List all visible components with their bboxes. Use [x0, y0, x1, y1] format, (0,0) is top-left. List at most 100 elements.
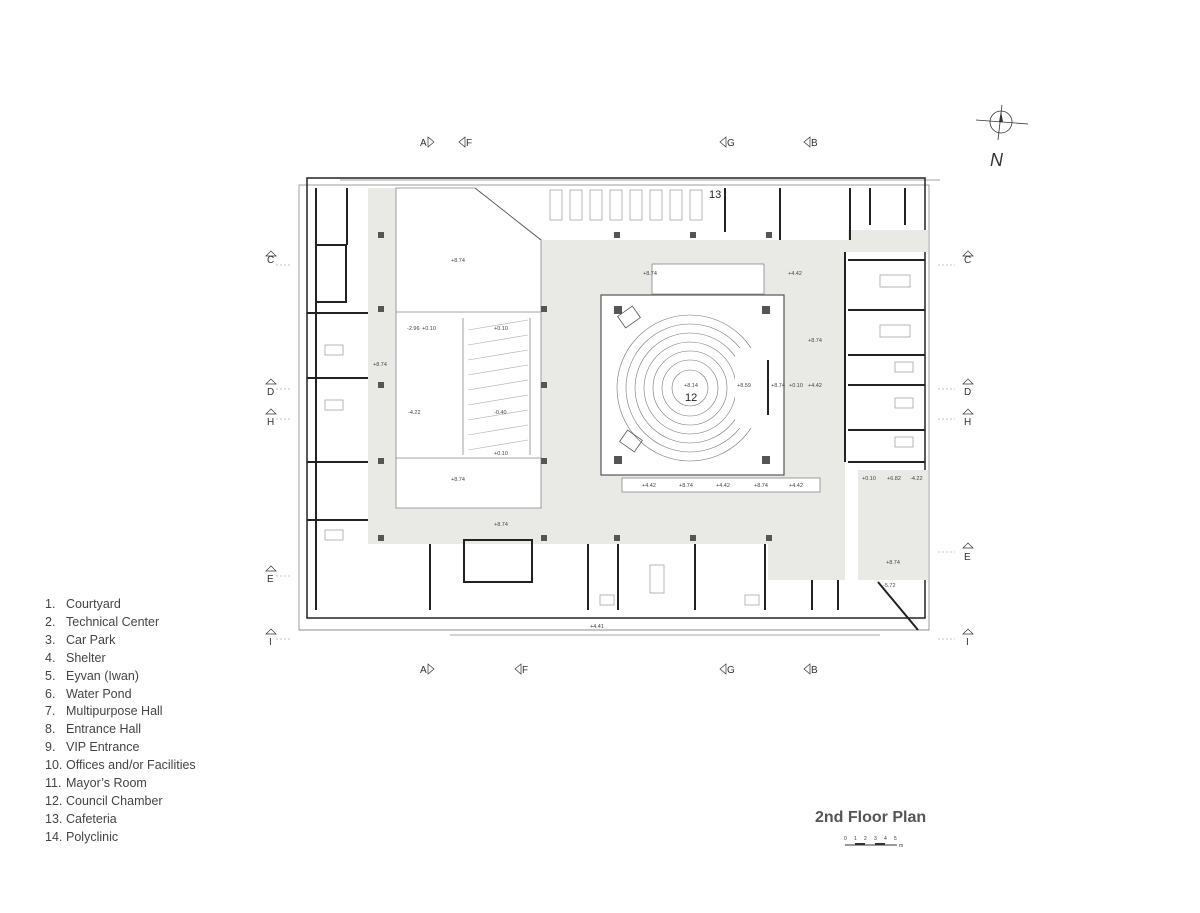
- section-marker-label: E: [964, 552, 971, 563]
- level-label: +8.74: [679, 483, 693, 489]
- section-marker-label: G: [727, 665, 735, 676]
- level-label: +4.42: [716, 483, 730, 489]
- section-markers-top: A F G B: [420, 136, 818, 149]
- level-label: +8.14: [684, 383, 698, 389]
- legend-number: 14.: [45, 829, 63, 844]
- level-label: +0.10: [494, 451, 508, 457]
- legend-number: 3.: [45, 632, 56, 647]
- section-marker-label: B: [811, 665, 818, 676]
- legend-number: 12.: [45, 793, 63, 808]
- legend-item: 12.Council Chamber: [45, 793, 196, 811]
- legend-number: 9.: [45, 740, 56, 755]
- scale-bar: 0 1 2 3 4 5 m: [844, 836, 903, 849]
- scale-tick: 0: [844, 836, 847, 842]
- building-outline: [306, 177, 926, 619]
- level-label: -4.22: [408, 410, 421, 416]
- council-chamber: [600, 263, 821, 493]
- legend-label: Car Park: [66, 632, 116, 647]
- room-number-cafeteria: 13: [709, 189, 721, 201]
- north-arrow-icon: N: [975, 104, 1029, 170]
- level-label: +8.74: [373, 362, 387, 368]
- level-label: +8.74: [643, 271, 657, 277]
- scale-tick: 4: [884, 836, 887, 842]
- legend-item: 13.Cafeteria: [45, 811, 196, 829]
- ramp-hatch: [467, 319, 529, 451]
- section-marker-label: A: [420, 138, 427, 149]
- legend-label: Technical Center: [66, 614, 160, 629]
- level-label: +8.74: [451, 258, 465, 264]
- plan-title: 2nd Floor Plan: [815, 809, 927, 826]
- section-marker-label: C: [267, 255, 274, 266]
- scale-tick: 3: [874, 836, 877, 842]
- level-label: -4.22: [910, 476, 923, 482]
- legend-item: 7.Multipurpose Hall: [45, 703, 196, 721]
- office-furniture: [324, 274, 914, 606]
- level-label: +0.10: [494, 326, 508, 332]
- legend-number: 5.: [45, 668, 56, 683]
- level-label: +8.74: [771, 383, 785, 389]
- section-marker-label: G: [727, 138, 735, 149]
- level-label: +8.74: [808, 338, 822, 344]
- legend-number: 10.: [45, 758, 63, 773]
- section-marker-label: F: [522, 665, 528, 676]
- legend-label: Council Chamber: [66, 793, 163, 808]
- level-label: +6.82: [887, 476, 901, 482]
- legend-label: VIP Entrance: [66, 740, 140, 755]
- legend-label: Mayor’s Room: [66, 776, 147, 791]
- level-label: +8.74: [494, 522, 508, 528]
- section-markers-bottom: A F G B: [420, 663, 818, 676]
- level-label: +8.74: [886, 560, 900, 566]
- section-marker-label: E: [267, 574, 274, 585]
- section-marker-label: H: [964, 417, 971, 428]
- legend-label: Shelter: [66, 650, 106, 665]
- section-marker-label: I: [269, 637, 272, 648]
- legend-item: 1.Courtyard: [45, 596, 196, 614]
- legend-item: 5. Eyvan (Iwan): [45, 668, 196, 686]
- north-label: N: [990, 150, 1004, 170]
- level-label: +4.42: [642, 483, 656, 489]
- legend-item: 11. Mayor’s Room: [45, 775, 196, 793]
- section-marker-label: F: [466, 138, 472, 149]
- level-label: -5.72: [883, 583, 896, 589]
- legend-number: 1.: [45, 597, 56, 611]
- level-label: +8.74: [754, 483, 768, 489]
- walls: [307, 188, 925, 631]
- scale-tick: 2: [864, 836, 867, 842]
- scale-tick: 5: [894, 836, 897, 842]
- section-marker-label: I: [966, 637, 969, 648]
- legend-item: 8.Entrance Hall: [45, 721, 196, 739]
- level-label: -2.96: [407, 326, 420, 332]
- section-marker-label: B: [811, 138, 818, 149]
- legend: 1.Courtyard 2. Technical Center 3. Car Par…: [45, 596, 196, 847]
- section-marker-label: H: [267, 417, 274, 428]
- legend-number: 2.: [45, 614, 56, 629]
- legend-number: 8.: [45, 722, 56, 737]
- legend-item: 2. Technical Center: [45, 614, 196, 632]
- section-marker-label: A: [420, 665, 427, 676]
- legend-label: Water Pond: [66, 686, 132, 701]
- legend-label: Polyclinic: [66, 829, 119, 844]
- legend-number: 7.: [45, 704, 56, 719]
- section-markers-right: C D H E I: [938, 250, 974, 648]
- legend-item: 4. Shelter: [45, 650, 196, 668]
- level-label: +4.42: [808, 383, 822, 389]
- legend-label: Eyvan (Iwan): [66, 668, 139, 683]
- room-numbers: 13 12: [685, 189, 721, 404]
- legend-number: 4.: [45, 650, 56, 665]
- legend-item: 6.Water Pond: [45, 686, 196, 704]
- level-label: +0.10: [862, 476, 876, 482]
- legend-item: 10.Offices and/or Facilities: [45, 757, 196, 775]
- level-label: +8.74: [451, 477, 465, 483]
- level-label: +0.10: [789, 383, 803, 389]
- legend-item: 3. Car Park: [45, 632, 196, 650]
- cafeteria-tables: [549, 189, 703, 221]
- legend-item: 14.Polyclinic: [45, 829, 196, 847]
- legend-item: 9. VIP Entrance: [45, 739, 196, 757]
- scale-tick: m: [899, 843, 903, 849]
- section-markers-left: C D H E I: [265, 250, 292, 648]
- level-label: +4.41: [590, 624, 604, 630]
- level-label: +0.10: [422, 326, 436, 332]
- legend-number: 11.: [45, 776, 62, 791]
- level-label: -0.40: [494, 410, 507, 416]
